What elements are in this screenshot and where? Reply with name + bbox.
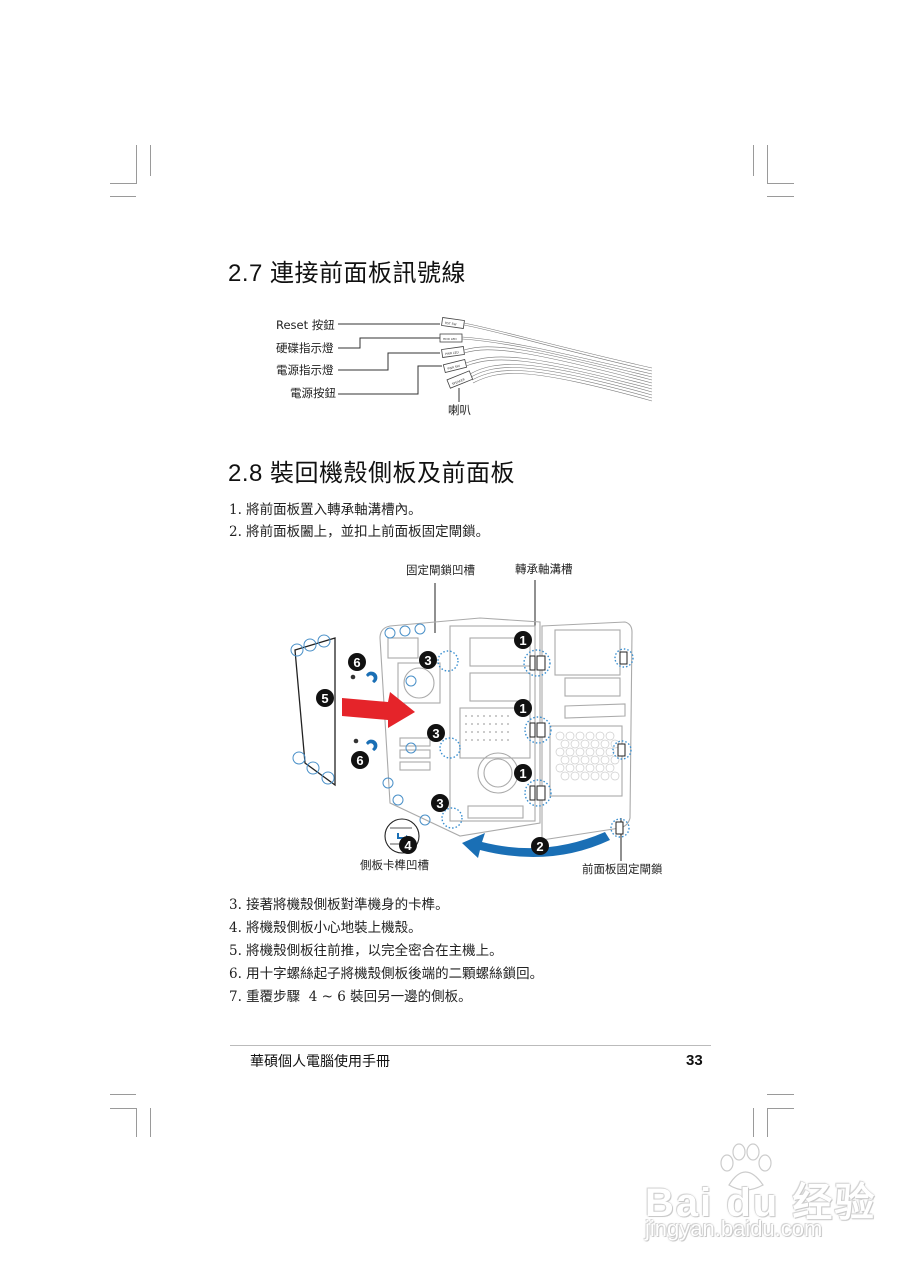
- svg-text:2: 2: [536, 839, 543, 854]
- section-2-7-title: 2.7 連接前面板訊號線: [228, 260, 467, 287]
- svg-text:6: 6: [356, 753, 363, 768]
- side-panel-tab-slot-callout: 側板卡榫凹槽: [360, 858, 429, 872]
- hdd-led-label: 硬碟指示燈: [276, 341, 334, 355]
- front-panel-latch-callout: 前面板固定閘鎖: [582, 862, 663, 876]
- section-2-8-title: 2.8 裝回機殼側板及前面板: [228, 460, 516, 487]
- step-6: 6. 用十字螺絲起子將機殼側板後端的二顆螺絲鎖回。: [229, 966, 544, 982]
- footer-title: 華碩個人電腦使用手冊: [250, 1054, 390, 1070]
- step-2: 2. 將前面板闔上，並扣上前面板固定閘鎖。: [229, 524, 490, 540]
- swing-arrow-icon: [462, 832, 610, 858]
- step-3: 3. 接著將機殼側板對準機身的卡榫。: [229, 897, 449, 913]
- svg-text:4: 4: [404, 838, 412, 853]
- svg-text:1: 1: [519, 766, 526, 781]
- step-7: 7. 重覆步驟 4 ~ 6 裝回另一邊的側板。: [229, 989, 472, 1005]
- svg-text:3: 3: [436, 796, 443, 811]
- svg-text:PWR LED: PWR LED: [445, 350, 460, 356]
- svg-text:6: 6: [353, 655, 360, 670]
- svg-text:HDD LED: HDD LED: [443, 337, 457, 341]
- svg-text:1: 1: [519, 701, 526, 716]
- connector-cable-drawing: RST SW HDD LED PWR LED PWR SW SPEAKER: [338, 317, 653, 402]
- latch-recess-callout: 固定閘鎖凹槽: [406, 563, 475, 577]
- speaker-label: 喇叭: [448, 403, 471, 417]
- step-1: 1. 將前面板置入轉承軸溝槽內。: [229, 502, 422, 518]
- svg-text:1: 1: [519, 633, 526, 648]
- watermark-brand: Bai du 经验: [645, 1181, 877, 1225]
- svg-text:RST SW: RST SW: [445, 321, 457, 327]
- svg-text:3: 3: [432, 726, 439, 741]
- step-4: 4. 將機殼側板小心地裝上機殼。: [229, 920, 422, 936]
- case-illustration: 1 1 1 2 3 3 3 4 5 6 6: [290, 580, 634, 861]
- step-5: 5. 將機殼側板往前推，以完全密合在主機上。: [229, 943, 503, 959]
- page-number: 33: [686, 1052, 703, 1069]
- svg-text:5: 5: [321, 691, 328, 706]
- power-led-label: 電源指示燈: [276, 363, 334, 377]
- svg-text:SPEAKER: SPEAKER: [451, 377, 465, 386]
- svg-text:3: 3: [424, 653, 431, 668]
- paw-icon: [720, 1143, 772, 1191]
- watermark-url: jingyan.baidu.com: [645, 1216, 823, 1241]
- power-button-label: 電源按鈕: [290, 386, 336, 400]
- svg-text:PWR SW: PWR SW: [447, 364, 460, 371]
- reset-button-label: Reset 按鈕: [276, 318, 335, 332]
- footer-divider: [230, 1045, 711, 1046]
- push-arrow-icon: [342, 692, 415, 728]
- hinge-slot-callout: 轉承軸溝槽: [515, 562, 573, 576]
